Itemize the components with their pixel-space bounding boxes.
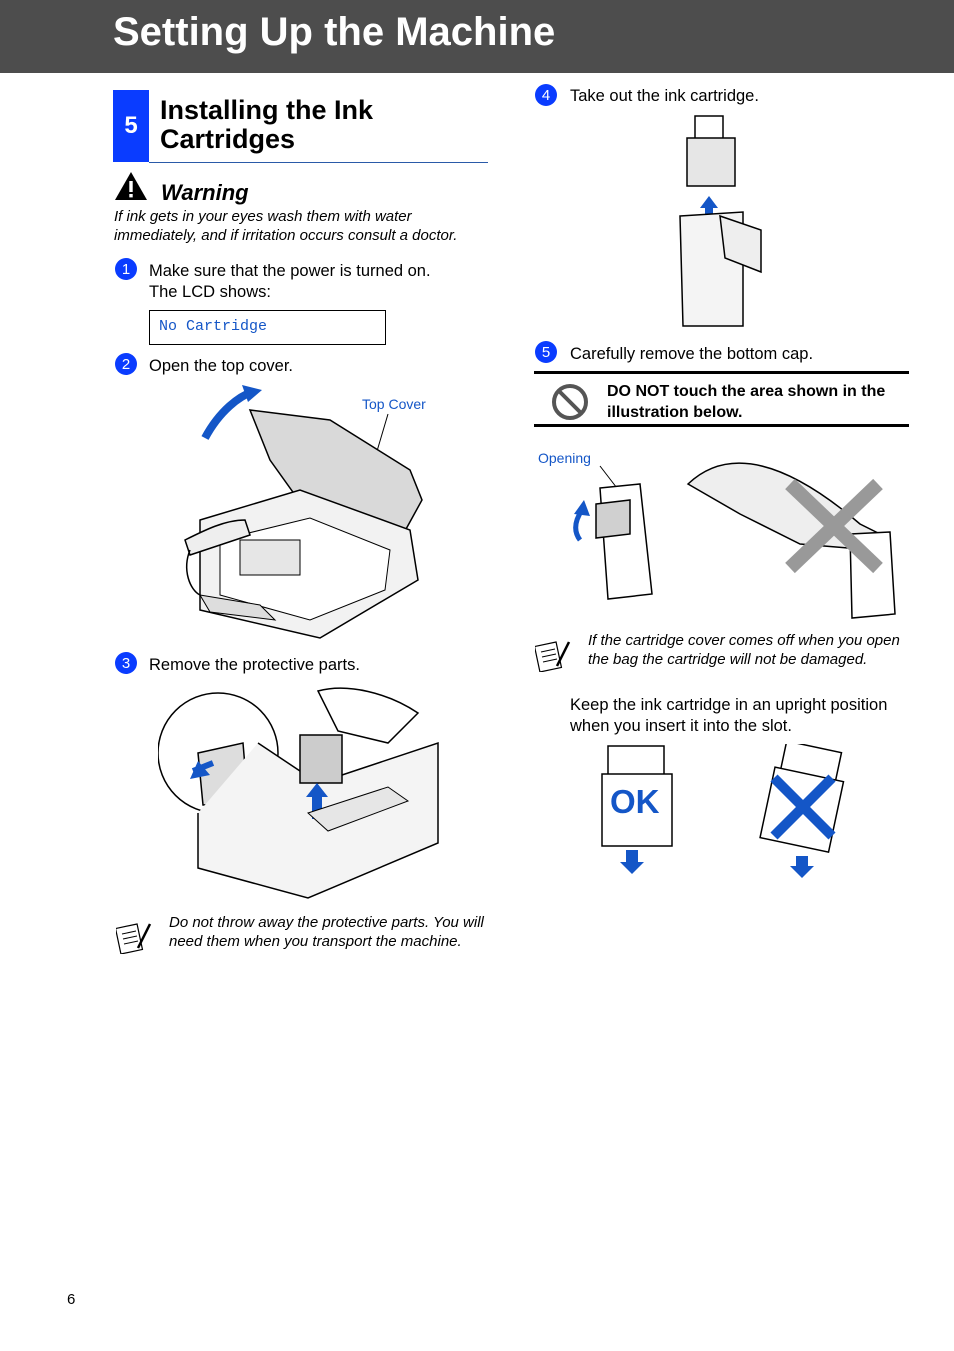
section-rule bbox=[149, 162, 488, 163]
arrow-down-icon bbox=[626, 850, 638, 864]
step-number-1: 1 bbox=[115, 258, 137, 280]
warning-triangle-icon bbox=[115, 172, 147, 200]
cross-mark-icon bbox=[770, 774, 836, 840]
step-number-2: 2 bbox=[115, 353, 137, 375]
top-cover-callout: Top Cover bbox=[362, 396, 426, 412]
note-text-2: If the cartridge cover comes off when yo… bbox=[588, 632, 900, 668]
arrow-up-icon bbox=[201, 388, 254, 440]
tilted-cartridge-illustration bbox=[759, 744, 845, 878]
step-3-text: Remove the protective parts. bbox=[149, 656, 360, 674]
ink-cartridge-bag-illustration bbox=[679, 115, 762, 327]
step-1-text: Make sure that the power is turned on. bbox=[149, 262, 431, 280]
step-4-text: Take out the ink cartridge. bbox=[570, 87, 759, 105]
caution-top-rule bbox=[534, 371, 909, 374]
remove-protective-parts-illustration bbox=[158, 687, 439, 899]
warning-label: Warning bbox=[161, 180, 249, 205]
page-header bbox=[0, 0, 954, 73]
step-2-text: Open the top cover. bbox=[149, 357, 294, 375]
arrow-up-icon bbox=[312, 795, 322, 819]
step-number-3: 3 bbox=[115, 652, 137, 674]
open-top-cover-illustration bbox=[184, 385, 423, 639]
section-number-box: 5 bbox=[113, 90, 149, 162]
section-title: Installing the Ink Cartridges bbox=[160, 95, 374, 154]
cross-mark-icon bbox=[785, 478, 883, 574]
bottom-cap-illustration bbox=[573, 462, 896, 619]
arrow-down-icon bbox=[796, 856, 808, 868]
ok-label: OK bbox=[610, 783, 660, 820]
note-text-1: Do not throw away the protective parts. … bbox=[169, 914, 484, 950]
page-number: 6 bbox=[67, 1291, 76, 1308]
step-number-5: 5 bbox=[535, 341, 557, 363]
lcd-message: No Cartridge bbox=[159, 318, 268, 335]
lcd-display: No Cartridge bbox=[149, 310, 386, 345]
warning-text: If ink gets in your eyes wash them with … bbox=[114, 208, 458, 244]
caution-text: DO NOT touch the area shown in the illus… bbox=[607, 383, 886, 421]
opening-callout: Opening bbox=[538, 450, 591, 466]
page-title: Setting Up the Machine bbox=[113, 10, 556, 54]
prohibited-icon bbox=[552, 384, 588, 420]
upright-instruction-line1: Keep the ink cartridge in an upright pos… bbox=[570, 696, 888, 714]
upright-instruction-line2: when you insert it into the slot. bbox=[570, 717, 792, 735]
upright-cartridge-illustration bbox=[601, 745, 673, 874]
section-number: 5 bbox=[124, 112, 138, 139]
step-1-subtext: The LCD shows: bbox=[149, 283, 271, 301]
caution-bottom-rule bbox=[534, 424, 909, 427]
note-pencil-icon bbox=[116, 923, 152, 954]
step-5-text: Carefully remove the bottom cap. bbox=[570, 345, 814, 363]
note-pencil-icon bbox=[535, 641, 571, 672]
step-number-4: 4 bbox=[535, 84, 557, 106]
